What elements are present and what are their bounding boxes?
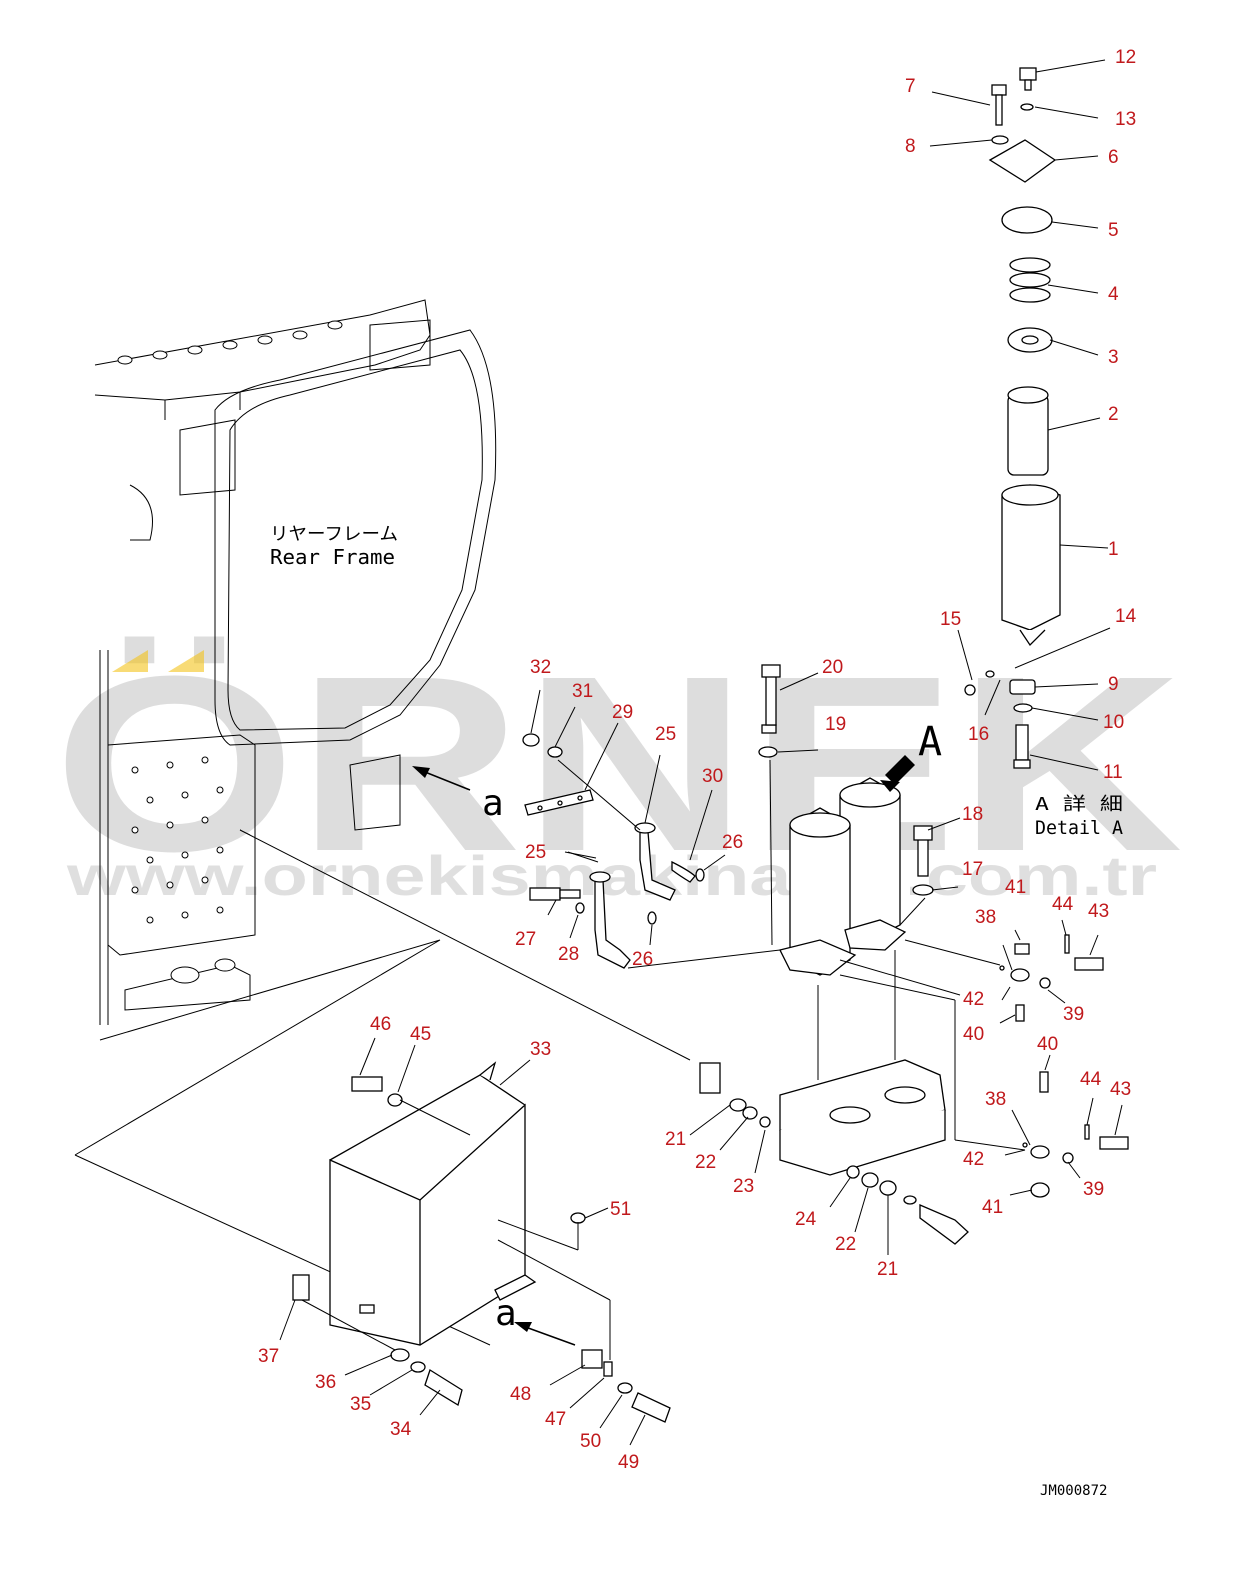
callout-40a: 40 <box>963 1024 984 1045</box>
rear-frame-label-en: Rear Frame <box>270 545 395 569</box>
callout-17: 17 <box>962 859 983 880</box>
callout-19: 19 <box>825 714 846 735</box>
housing-leaders <box>769 759 1026 1151</box>
base-bracket <box>699 1059 969 1245</box>
callout-28: 28 <box>558 944 579 965</box>
rear-frame <box>74 299 691 1346</box>
callout-40b: 40 <box>1037 1034 1058 1055</box>
callout-36: 36 <box>315 1372 336 1393</box>
callout-11: 11 <box>1103 762 1123 783</box>
callout-38b: 38 <box>985 1089 1006 1110</box>
callout-15: 15 <box>940 609 961 630</box>
callout-21b: 21 <box>877 1259 898 1280</box>
callout-41b: 41 <box>982 1197 1003 1218</box>
callout-21a: 21 <box>665 1129 686 1150</box>
callout-26a: 26 <box>722 832 743 853</box>
detail-a-letter: A <box>918 719 942 765</box>
callout-18: 18 <box>962 804 983 825</box>
watermark-url: www.ornekismakinalari.com.tr <box>66 844 1157 907</box>
guard-cover <box>292 1061 671 1423</box>
rear-frame-label-jp: リヤーフレーム <box>270 524 398 545</box>
callout-27: 27 <box>515 929 536 950</box>
view-arrows <box>412 755 915 1346</box>
twin-filter-housings <box>758 664 934 976</box>
callout-14: 14 <box>1115 606 1137 627</box>
cover-leaders <box>301 1099 611 1360</box>
callout-5: 5 <box>1108 220 1119 241</box>
callout-25a: 25 <box>655 724 676 745</box>
callout-29: 29 <box>612 702 633 723</box>
callout-labels: 1 2 3 4 5 6 7 8 9 10 11 12 13 14 15 16 1… <box>258 47 1137 1473</box>
callout-39a: 39 <box>1063 1004 1084 1025</box>
callout-30: 30 <box>702 766 723 787</box>
watermark: ÖRNEK www.ornekismakinalari.com.tr <box>53 624 1183 907</box>
callout-46: 46 <box>370 1014 391 1035</box>
callout-34: 34 <box>390 1419 412 1440</box>
detail-label-jp: A 詳 細 <box>1035 794 1123 815</box>
callout-31: 31 <box>572 681 593 702</box>
detail-label-en: Detail A <box>1035 817 1124 839</box>
callout-10: 10 <box>1103 712 1124 733</box>
callout-47: 47 <box>545 1409 566 1430</box>
frame-holes <box>117 320 343 984</box>
callout-42b: 42 <box>963 1149 984 1170</box>
callout-2: 2 <box>1108 404 1119 425</box>
callout-51: 51 <box>610 1199 631 1220</box>
callout-32: 32 <box>530 657 551 678</box>
callout-50: 50 <box>580 1431 601 1452</box>
callout-16: 16 <box>968 724 989 745</box>
callout-43a: 43 <box>1088 901 1109 922</box>
callout-8: 8 <box>905 136 916 157</box>
callout-48: 48 <box>510 1384 531 1405</box>
pipes-brackets <box>522 733 705 969</box>
callout-49: 49 <box>618 1452 639 1473</box>
callout-44b: 44 <box>1080 1069 1102 1090</box>
callout-13: 13 <box>1115 109 1136 130</box>
callout-39b: 39 <box>1083 1179 1104 1200</box>
callout-26b: 26 <box>632 949 653 970</box>
callout-41a: 41 <box>1005 877 1026 898</box>
callout-4: 4 <box>1108 284 1119 305</box>
callout-20: 20 <box>822 657 843 678</box>
callout-45: 45 <box>410 1024 431 1045</box>
callout-12: 12 <box>1115 47 1136 68</box>
callout-3: 3 <box>1108 347 1119 368</box>
callout-25b: 25 <box>525 842 546 863</box>
callout-22b: 22 <box>835 1234 856 1255</box>
callout-7: 7 <box>905 76 916 97</box>
callout-6: 6 <box>1108 147 1119 168</box>
fittings <box>999 934 1129 1198</box>
callout-leaders <box>279 59 1123 1446</box>
callout-33: 33 <box>530 1039 551 1060</box>
callout-44a: 44 <box>1052 894 1074 915</box>
callout-22a: 22 <box>695 1152 716 1173</box>
watermark-brand: ÖRNEK <box>53 624 1183 903</box>
callout-35: 35 <box>350 1394 371 1415</box>
view-marker-a-lower: a <box>495 1293 517 1334</box>
callout-42a: 42 <box>963 989 984 1010</box>
view-marker-a-upper: a <box>482 783 504 824</box>
callout-9: 9 <box>1108 674 1119 695</box>
callout-23: 23 <box>733 1176 754 1197</box>
callout-43b: 43 <box>1110 1079 1131 1100</box>
callout-38a: 38 <box>975 907 996 928</box>
callout-37: 37 <box>258 1346 279 1367</box>
callout-24: 24 <box>795 1209 817 1230</box>
drawing-code: JM000872 <box>1040 1483 1107 1499</box>
callout-1: 1 <box>1108 539 1119 560</box>
